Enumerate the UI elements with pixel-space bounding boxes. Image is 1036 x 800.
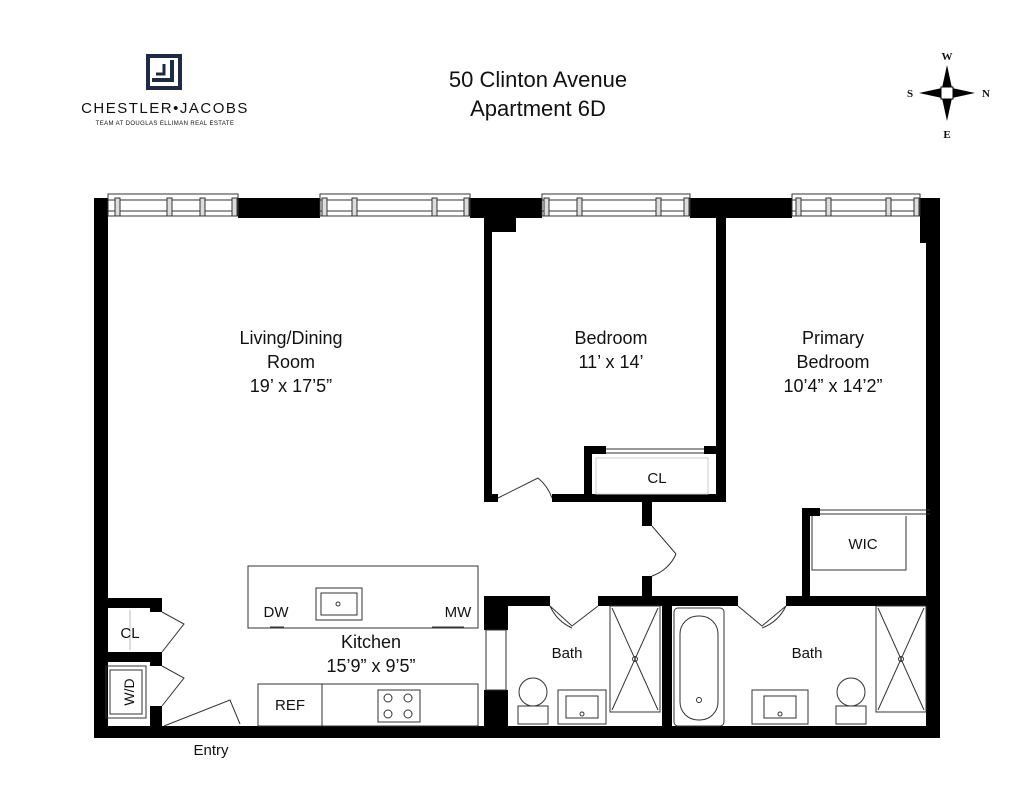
compass-icon: W E S N [907, 51, 990, 141]
unit-title: Apartment 6D [470, 96, 606, 121]
refrigerator-label: REF [275, 697, 305, 714]
bathtub-icon [673, 607, 725, 727]
living-name-1: Living/Dining [239, 328, 342, 348]
washer-dryer [105, 665, 147, 719]
door-hall [651, 525, 677, 555]
bedroom-name: Bedroom [574, 328, 647, 348]
kitchen-name: Kitchen [341, 632, 401, 652]
wic-shelf [811, 516, 907, 571]
door-bath-left [549, 605, 599, 627]
primary-size: 10’4” x 14’2” [783, 376, 882, 396]
fixtures [105, 457, 927, 727]
cooktop-icon [377, 689, 421, 723]
door-bedroom [497, 477, 539, 499]
living-size: 19’ x 17’5” [250, 376, 332, 396]
bath-right-name: Bath [792, 645, 823, 662]
shower-icon [609, 605, 661, 713]
kitchen-counter [257, 683, 479, 727]
entry-closet-label: CL [120, 625, 139, 642]
entry-label: Entry [193, 742, 229, 759]
kitchen-island [247, 565, 479, 629]
microwave-label: MW [445, 604, 472, 621]
wic-label: WIC [848, 536, 877, 553]
brand-tagline: TEAM AT DOUGLAS ELLIMAN REAL ESTATE [96, 121, 235, 127]
bedroom-size: 11’ x 14’ [578, 352, 643, 372]
compass-s: S [907, 88, 913, 100]
address-title: 50 Clinton Avenue [449, 67, 627, 92]
toilet-icon [518, 677, 548, 707]
doors [161, 448, 930, 727]
compass-e: E [943, 129, 950, 141]
door-bath-right [737, 605, 787, 627]
windows [107, 193, 921, 217]
toilet-icon-2 [836, 677, 866, 707]
compass-w: W [942, 51, 953, 63]
primary-name-2: Bedroom [796, 352, 869, 372]
kitchen-size: 15’9” x 9’5” [326, 656, 415, 676]
room-labels: Living/Dining Room 19’ x 17’5” Bedroom 1… [120, 328, 882, 759]
interior-walls [94, 212, 940, 736]
vanity-icon-2 [751, 689, 809, 725]
logo-mark [146, 54, 182, 90]
door-entry-closet [161, 611, 185, 653]
compass-n: N [982, 88, 990, 100]
brand-logo: CHESTLER•JACOBS TEAM AT DOUGLAS ELLIMAN … [81, 54, 249, 127]
dishwasher-label: DW [264, 604, 290, 621]
bedroom-closet-label: CL [647, 470, 666, 487]
shower-icon-2 [875, 605, 927, 713]
primary-name-1: Primary [802, 328, 864, 348]
washer-dryer-label: W/D [121, 678, 137, 705]
door-wd-closet [161, 665, 185, 707]
bath-left-name: Bath [552, 645, 583, 662]
sink-icon [315, 587, 363, 621]
living-name-2: Room [267, 352, 315, 372]
door-entry [163, 699, 241, 727]
vanity-icon [557, 689, 607, 725]
brand-name: CHESTLER•JACOBS [81, 100, 249, 117]
